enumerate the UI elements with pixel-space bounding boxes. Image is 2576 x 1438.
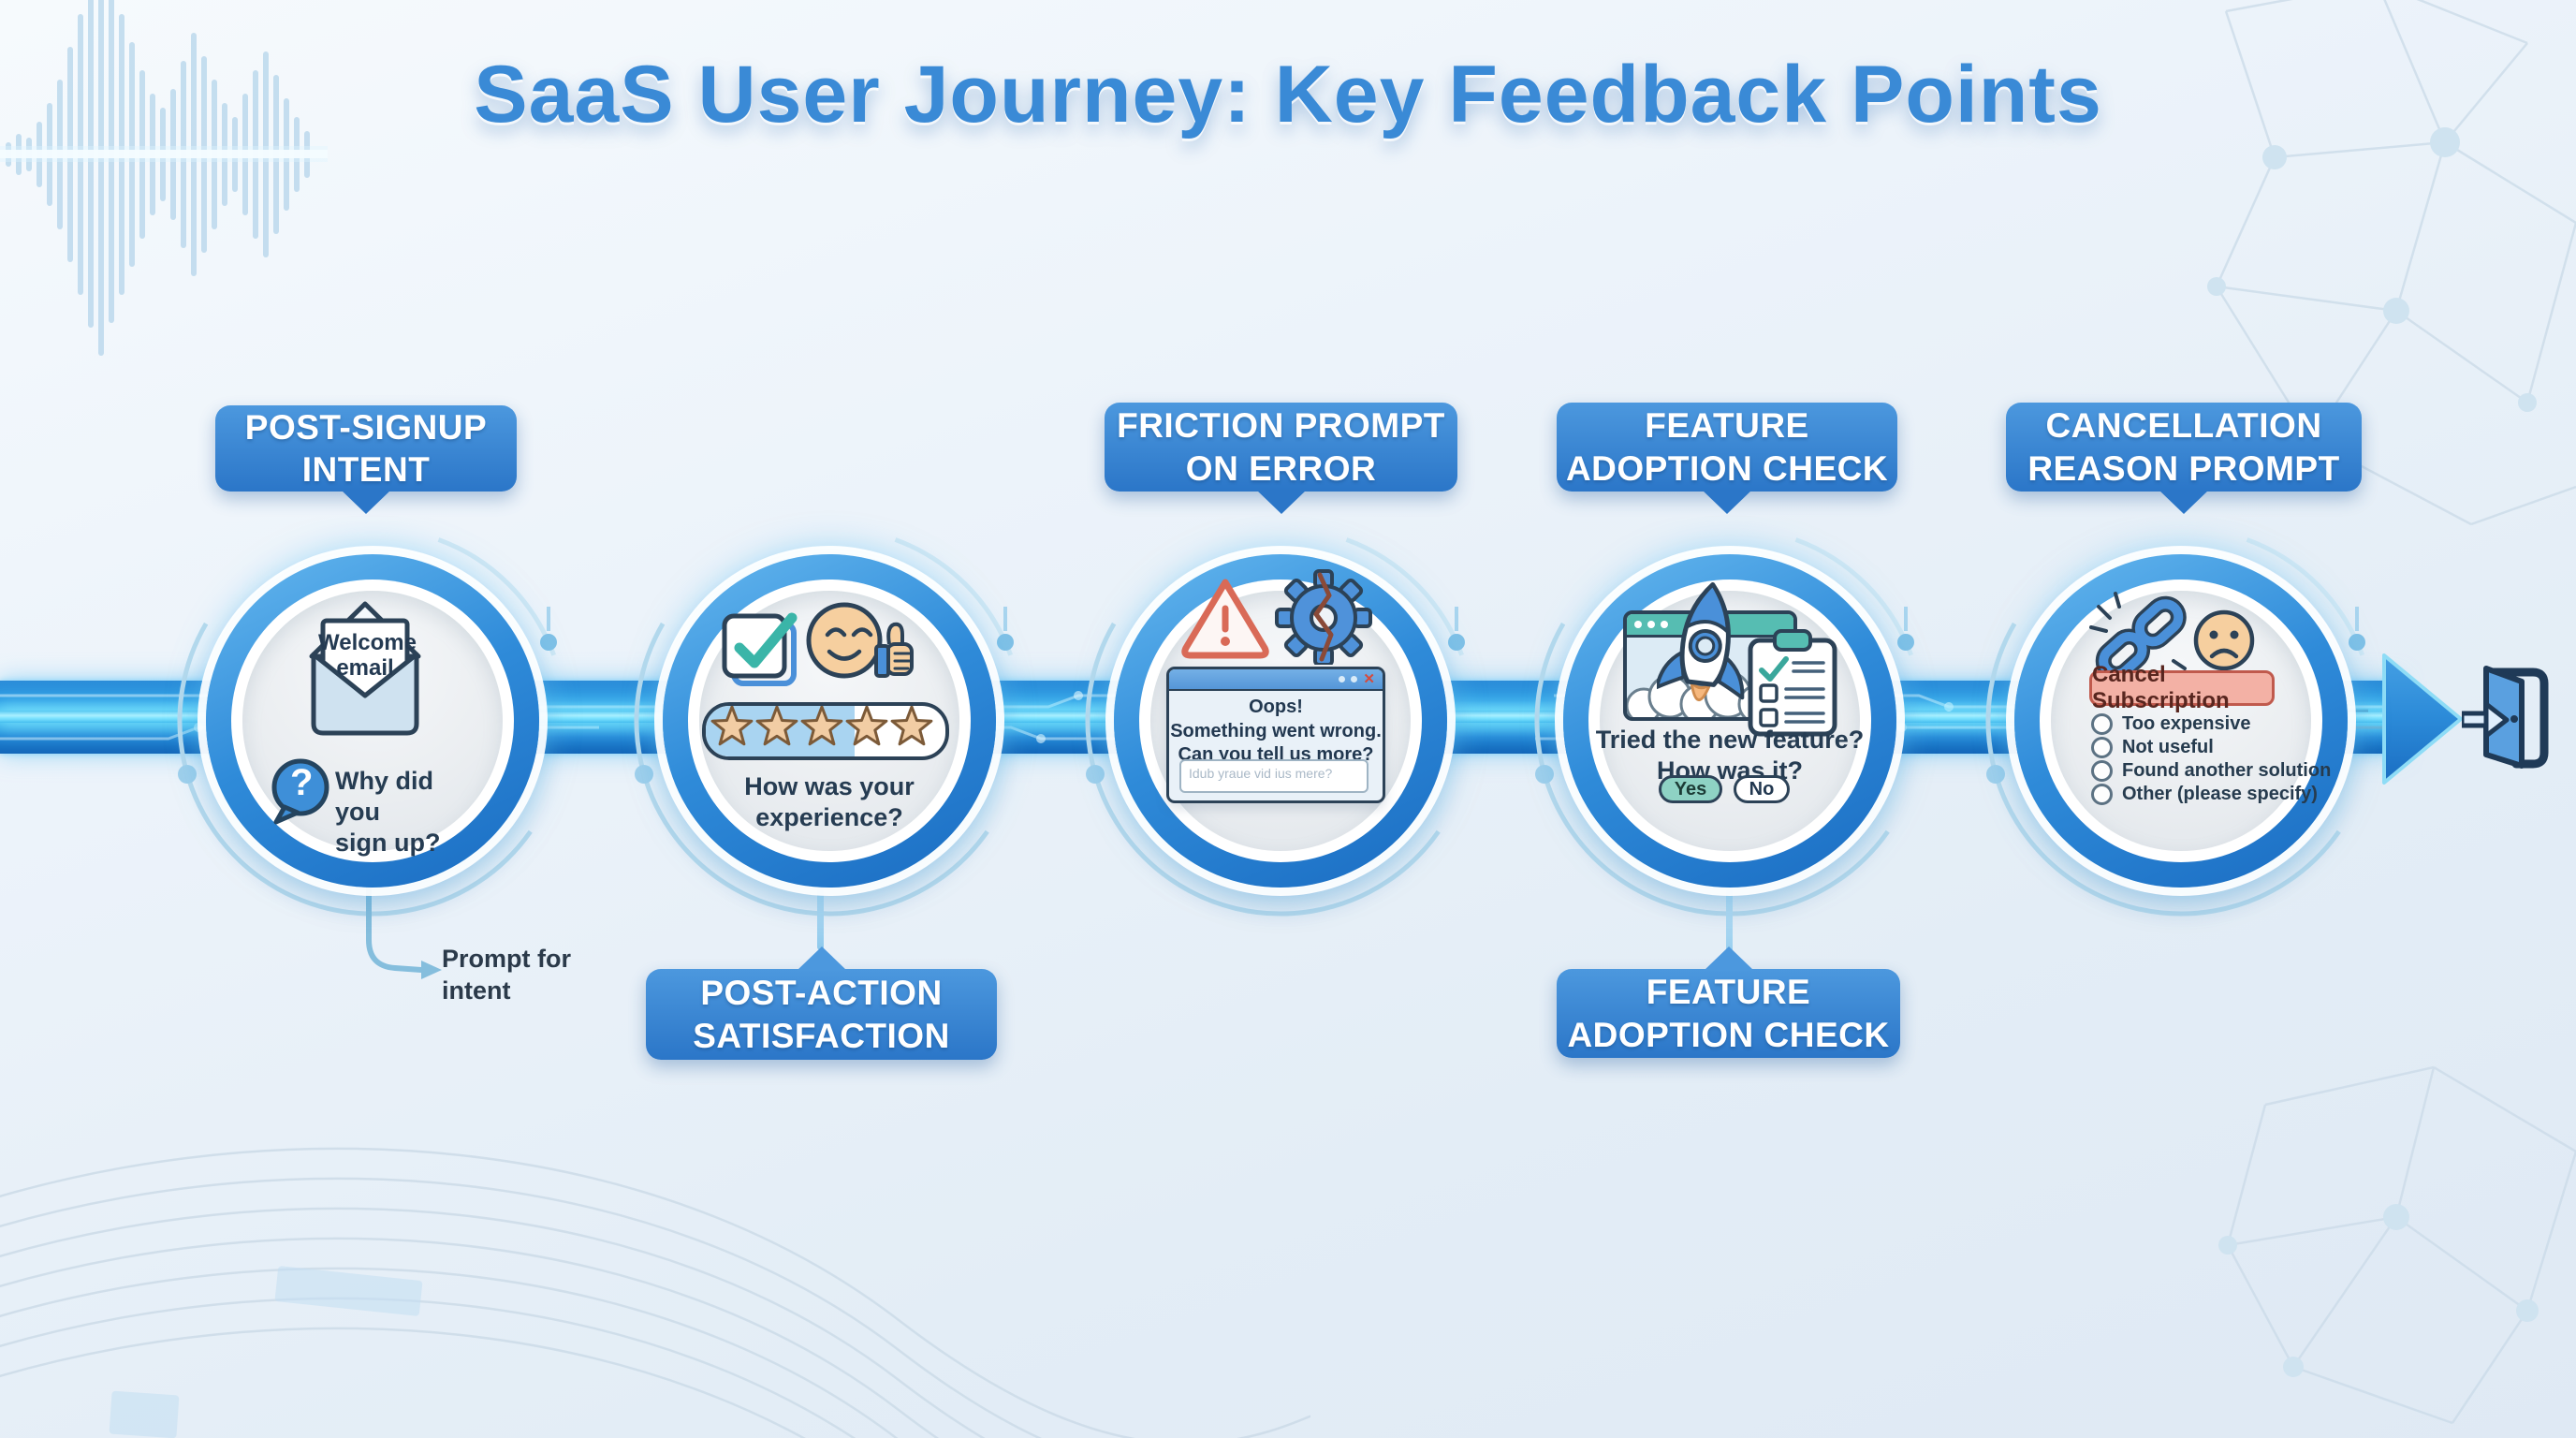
badge-line: INTENT	[301, 450, 431, 489]
badge-line: FRICTION PROMPT	[1117, 406, 1445, 446]
page-title: SaaS User Journey: Key Feedback Points	[474, 50, 2102, 139]
radio-icon[interactable]	[2091, 783, 2113, 805]
badge-cancellation-reason-prompt: CANCELLATION REASON PROMPT	[2006, 403, 2362, 514]
connector-node4-badge	[1726, 885, 1733, 969]
window-dot-icon	[1634, 621, 1642, 628]
warning-triangle-icon	[1181, 579, 1269, 659]
welcome-email-icon	[309, 601, 421, 736]
badge-line: FEATURE	[1646, 973, 1811, 1012]
mesh-decoration-bottom-right	[2218, 1065, 2576, 1425]
badge-pointer	[1255, 490, 1307, 514]
envelope-label: Welcome email	[318, 630, 417, 681]
badge-post-action-satisfaction: POST-ACTION SATISFACTION	[646, 946, 997, 1060]
checklist-clipboard-icon	[1748, 629, 1837, 737]
checkbox-checked-icon	[722, 612, 798, 686]
star-rating[interactable]	[702, 702, 949, 760]
close-icon[interactable]: ✕	[1363, 671, 1375, 687]
broken-link-icon	[2089, 592, 2194, 682]
window-dot-icon	[1661, 621, 1668, 628]
cancel-reason-option[interactable]: Not useful	[2091, 736, 2214, 758]
no-button[interactable]: No	[1734, 775, 1790, 803]
badge-line: FEATURE	[1645, 406, 1809, 446]
badge-line: CANCELLATION	[2045, 406, 2322, 446]
timeline-arrowhead-icon	[2382, 653, 2463, 785]
question-bubble-icon	[271, 758, 329, 825]
error-dialog-titlebar: ✕	[1169, 669, 1383, 691]
connector-node2-badge	[817, 885, 824, 950]
window-dot-icon	[1351, 676, 1358, 682]
cancel-subscription-button[interactable]: Cancel Subscription	[2089, 662, 2275, 713]
node-question: Tried the new feature? How was it?	[1595, 726, 1865, 785]
prompt-for-intent-annotation: Prompt for intent	[442, 945, 571, 1005]
badge-feature-adoption-check-top: FEATURE ADOPTION CHECK	[1557, 403, 1897, 514]
badge-pointer	[796, 946, 847, 971]
exit-door-icon	[2462, 666, 2549, 769]
journey-node-cancellation-reason-prompt: Cancel Subscription Too expensive Not us…	[2014, 554, 2348, 888]
radio-icon[interactable]	[2091, 759, 2113, 782]
rocket-icon	[1657, 581, 1745, 702]
window-dot-icon	[1647, 621, 1655, 628]
badge-line: POST-SIGNUP	[244, 407, 488, 447]
badge-line: ON ERROR	[1185, 448, 1377, 488]
broken-gear-icon	[1275, 569, 1372, 665]
error-dialog: ✕ Oops! Something went wrong. Can you te…	[1166, 667, 1385, 803]
journey-node-post-action-satisfaction: How was your experience?	[663, 554, 996, 888]
smiley-thumbs-up-icon	[806, 602, 914, 679]
feedback-textarea[interactable]: Idub yraue vid ius mere?	[1179, 759, 1368, 793]
badge-line: SATISFACTION	[693, 1016, 950, 1055]
cancel-reason-option[interactable]: Other (please specify)	[2091, 783, 2318, 805]
journey-node-friction-prompt-on-error: ✕ Oops! Something went wrong. Can you te…	[1114, 554, 1447, 888]
waveform-decoration	[0, 0, 328, 356]
sad-face-icon	[2193, 609, 2255, 671]
cancel-reason-option[interactable]: Found another solution	[2091, 759, 2331, 782]
badge-post-signup-intent: POST-SIGNUP INTENT	[215, 405, 517, 514]
badge-pointer	[2159, 490, 2209, 514]
journey-node-feature-adoption-check: Tried the new feature? How was it? Yes N…	[1563, 554, 1896, 888]
node-question: Why did you sign up?	[335, 767, 441, 857]
curves-decoration-bottom-left	[0, 1147, 1310, 1438]
prompt-for-intent-arrow	[366, 878, 442, 979]
badge-pointer	[1703, 946, 1754, 971]
radio-icon[interactable]	[2091, 736, 2113, 758]
dialog-text: Something went wrong.	[1170, 720, 1382, 741]
badge-line: ADOPTION CHECK	[1565, 448, 1889, 488]
badge-line: POST-ACTION	[700, 974, 943, 1013]
yes-button[interactable]: Yes	[1659, 775, 1722, 803]
badge-pointer	[1702, 490, 1752, 514]
journey-node-post-signup-intent: Welcome email ? Why did you sign up?	[206, 554, 539, 888]
badge-pointer	[341, 490, 391, 514]
badge-line: REASON PROMPT	[2027, 448, 2340, 488]
node-question: How was your experience?	[744, 772, 915, 831]
radio-icon[interactable]	[2091, 712, 2113, 735]
cancel-reason-option[interactable]: Too expensive	[2091, 712, 2250, 735]
window-dot-icon	[1339, 676, 1346, 682]
badge-friction-prompt-on-error: FRICTION PROMPT ON ERROR	[1105, 403, 1457, 514]
dialog-text: Oops!	[1249, 697, 1303, 717]
badge-feature-adoption-check-bottom: FEATURE ADOPTION CHECK	[1557, 946, 1900, 1058]
badge-line: ADOPTION CHECK	[1567, 1015, 1890, 1054]
question-mark-glyph: ?	[290, 762, 314, 803]
